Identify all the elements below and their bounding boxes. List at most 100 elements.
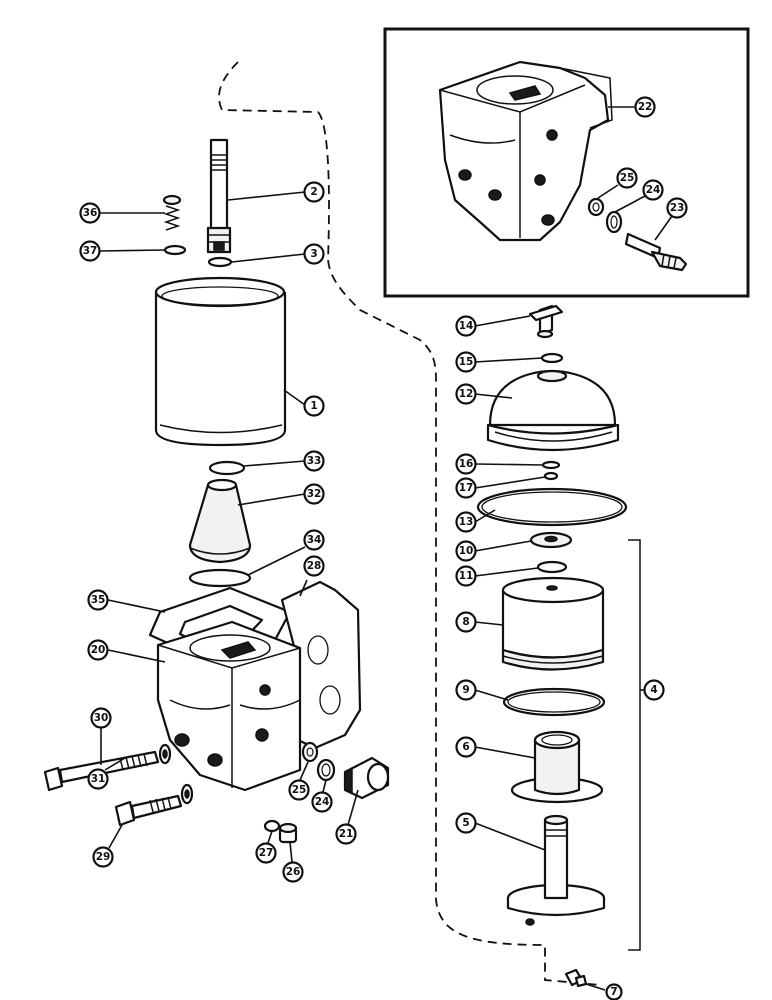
svg-text:13: 13 [459,516,474,528]
part-34-o-ring [188,568,252,588]
callout-23: 23 [666,197,688,219]
svg-text:10: 10 [459,545,474,557]
part-15-washer [540,352,564,364]
svg-text:31: 31 [91,773,106,785]
callout-28: 28 [303,555,325,577]
callout-2: 2 [303,181,325,203]
callout-20: 20 [87,639,109,661]
ring-hole [592,202,600,212]
nut-hole [544,535,558,543]
svg-text:22: 22 [638,101,653,113]
part-12-cover [486,369,620,452]
svg-text:29: 29 [96,851,111,863]
svg-text:16: 16 [459,458,474,470]
svg-text:30: 30 [94,712,109,724]
ring-hole [321,763,331,777]
part-3-washer [207,256,233,268]
callout-12: 12 [455,383,477,405]
callout-4: 4 [643,679,665,701]
svg-text:35: 35 [91,594,106,606]
svg-text:27: 27 [259,847,274,859]
svg-text:25: 25 [292,784,307,796]
part-26-plug [278,822,298,844]
callout-26: 26 [282,861,304,883]
part-11-washer [536,560,568,574]
callout-24: 24 [311,791,333,813]
assembly-path-line [218,61,601,986]
svg-text:25: 25 [620,172,635,184]
svg-text:5: 5 [462,817,469,829]
callout-34: 34 [303,529,325,551]
part-27-washer [263,819,281,833]
part-37-washer [163,244,187,256]
ring-hole [610,215,618,229]
callout-6: 6 [455,736,477,758]
plate-hole [319,685,341,715]
ring-hole [306,747,314,757]
callout-13: 13 [455,511,477,533]
svg-text:28: 28 [307,560,322,572]
part-1-canister [154,276,287,447]
ring-inner [507,691,601,713]
svg-text:7: 7 [610,986,617,998]
callout-7: 7 [605,983,623,1000]
callout-30: 30 [90,707,112,729]
callout-14: 14 [455,315,477,337]
svg-text:17: 17 [459,482,474,494]
part-36-spring [162,194,182,231]
callout-25: 25 [288,779,310,801]
svg-text:8: 8 [462,616,469,628]
svg-text:9: 9 [462,684,469,696]
svg-text:4: 4 [650,684,657,696]
leader-lines [98,106,673,991]
washer-hole [162,749,168,759]
callout-25: 25 [616,167,638,189]
washer-hole [184,789,190,799]
svg-text:1: 1 [310,400,317,412]
svg-text:24: 24 [315,796,330,808]
callout-11: 11 [455,565,477,587]
part-20-housing [156,620,302,792]
part-2-shaft [206,138,232,254]
part-5-stem [506,814,606,926]
svg-text:14: 14 [459,320,474,332]
part-8-element [501,576,605,671]
svg-text:11: 11 [459,570,474,582]
part-22-housing [438,60,613,242]
callout-36: 36 [79,202,101,224]
callout-35: 35 [87,589,109,611]
part-33-o-ring [208,460,246,476]
svg-text:20: 20 [91,644,106,656]
svg-text:2: 2 [310,186,317,198]
part-32-cone [188,478,252,564]
svg-text:37: 37 [83,245,98,257]
plate-hole [307,635,329,665]
callout-32: 32 [303,483,325,505]
callout-29: 29 [92,846,114,868]
svg-text:26: 26 [286,866,301,878]
svg-text:6: 6 [462,741,469,753]
callout-9: 9 [455,679,477,701]
callout-1: 1 [303,395,325,417]
part-16-washer [541,460,561,470]
inset-frame [383,27,750,298]
part-29-bolt [114,794,183,827]
svg-text:23: 23 [670,202,685,214]
callout-5: 5 [455,812,477,834]
callout-16: 16 [455,453,477,475]
svg-text:12: 12 [459,388,474,400]
callout-21: 21 [335,823,357,845]
callout-33: 33 [303,450,325,472]
part-7-bolt [564,968,588,988]
part-6-spool [510,730,604,804]
svg-text:15: 15 [459,356,474,368]
callout-37: 37 [79,240,101,262]
callout-24: 24 [642,179,664,201]
svg-text:34: 34 [307,534,322,546]
svg-text:33: 33 [307,455,322,467]
svg-text:32: 32 [307,488,322,500]
svg-text:24: 24 [646,184,661,196]
part-21-plug [343,756,390,800]
